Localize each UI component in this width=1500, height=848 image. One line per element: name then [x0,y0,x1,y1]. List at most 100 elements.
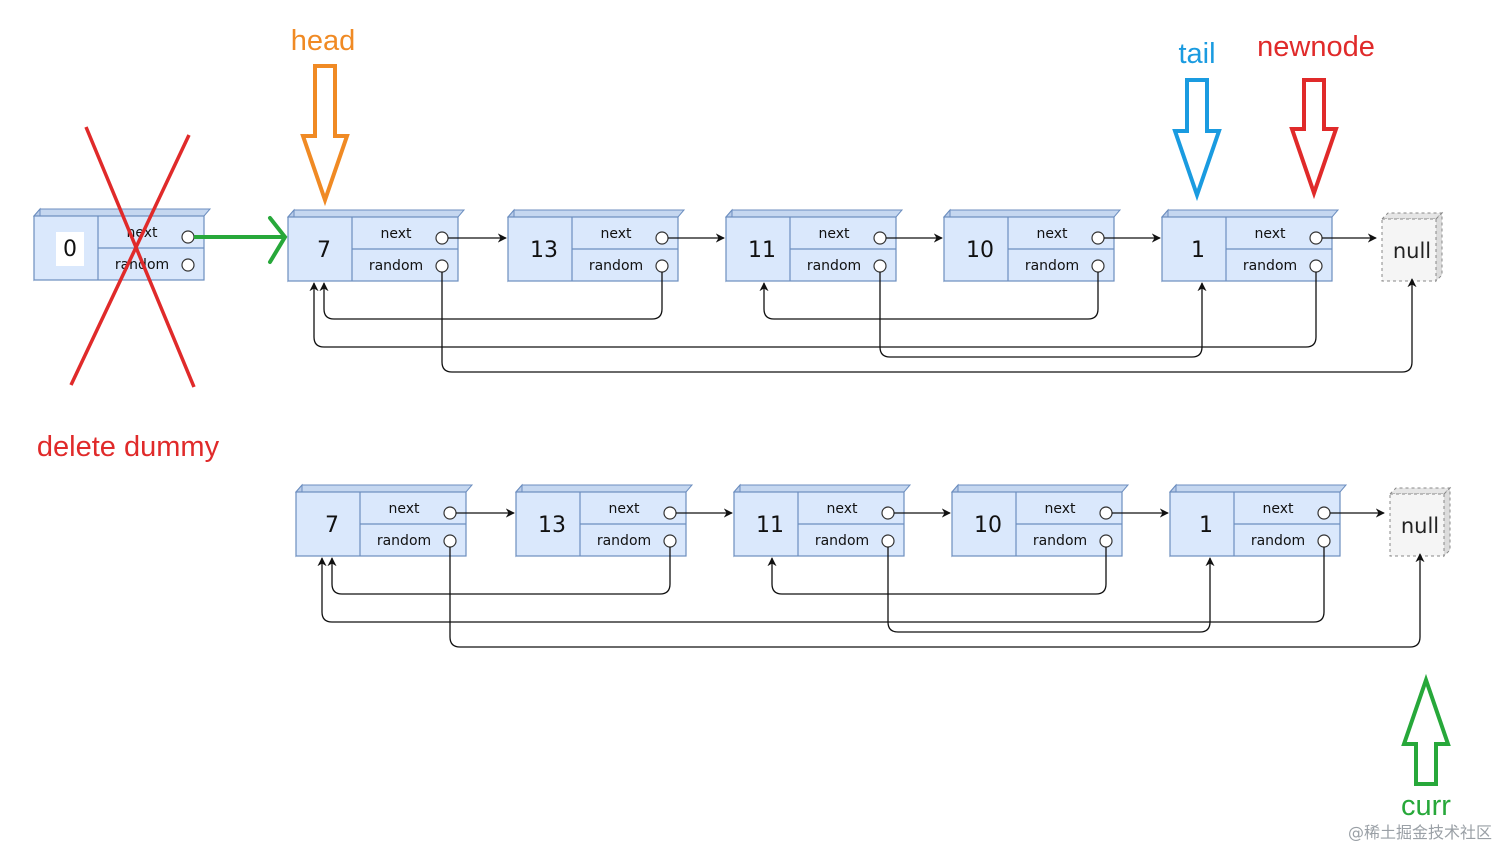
node-value: 11 [756,513,784,538]
list-node: 11 next random [732,483,912,558]
node-value: 11 [748,238,776,263]
node-next-label: next [608,501,640,517]
list-node: 13 next random [506,208,686,283]
next-port [881,506,895,520]
node-value: 10 [974,513,1002,538]
next-port [435,231,449,245]
node-next-label: next [1262,501,1294,517]
node-top-face [514,484,694,493]
node-value: 1 [1191,238,1205,263]
next-port [1317,506,1331,520]
random-arrow [317,547,1325,623]
random-arrow [767,547,1107,595]
next-port [655,231,669,245]
next-port [1309,231,1323,245]
random-port [1099,534,1113,548]
null-body [1389,493,1445,557]
random-arrow [887,547,1215,633]
node-value: 7 [317,238,331,263]
node-value: 13 [538,513,566,538]
node-random-label: random [815,533,869,549]
node-next-label: next [826,501,858,517]
node-top-face [724,209,904,218]
node-top-face [1168,484,1348,493]
node-next-label: next [600,226,632,242]
node-random-label: random [1033,533,1087,549]
node-next-label: next [1044,501,1076,517]
random-port [443,534,457,548]
random-port [655,259,669,273]
random-arrow [449,547,1425,648]
null-node: null [1388,486,1452,558]
node-random-label: random [369,258,423,274]
node-random-label: random [589,258,643,274]
next-port [663,506,677,520]
random-port [663,534,677,548]
next-port [443,506,457,520]
watermark: @稀土掘金技术社区 [1348,823,1492,842]
node-top-face [950,484,1130,493]
next-port [1099,506,1113,520]
newnode-label: newnode [1257,31,1375,63]
next-port [181,230,195,244]
random-port [1091,259,1105,273]
random-arrow [441,272,1417,373]
tail-label: tail [1178,38,1215,70]
null-label: null [1401,514,1439,538]
list-node: 13 next random [514,483,694,558]
random-port [435,259,449,273]
random-port [873,259,887,273]
node-top-face [732,484,912,493]
random-port [1309,259,1323,273]
random-arrow [759,272,1099,320]
null-top-face [1388,487,1452,495]
tail-pointer-arrow [1172,78,1222,202]
random-arrow [327,547,671,595]
node-top-face [942,209,1122,218]
random-arrow [319,272,663,320]
list-node: 10 next random [950,483,1130,558]
null-body [1381,218,1437,282]
node-value: 0 [63,237,77,262]
newnode-pointer-arrow [1289,78,1339,200]
dummy-value-bg [56,232,84,266]
random-arrow [879,272,1207,358]
null-side-face [1435,211,1443,283]
dummy-link-arrowhead [268,216,288,264]
node-random-label: random [377,533,431,549]
node-random-label: random [807,258,861,274]
node-next-label: next [380,226,412,242]
node-random-label: random [1025,258,1079,274]
null-node: null [1380,211,1444,283]
node-value: 1 [1199,513,1213,538]
random-port [1317,534,1331,548]
null-top-face [1380,212,1444,220]
curr-pointer-arrow [1401,673,1451,786]
delete-cross-line [84,126,196,388]
node-value: 13 [530,238,558,263]
node-top-face [506,209,686,218]
random-arrow [309,272,1317,348]
node-top-face [286,209,466,218]
node-random-label: random [597,533,651,549]
next-port [1091,231,1105,245]
random-port [181,258,195,272]
node-value: 7 [325,513,339,538]
node-random-label: random [1251,533,1305,549]
head-pointer-arrow [300,64,350,207]
list-node: 1 next random [1168,483,1348,558]
list-node: 7 next random [286,208,466,283]
null-side-face [1443,486,1451,558]
top-list: 7nextrandom13nextrandom11nextrandom10nex… [286,208,1444,373]
bottom-list: 7nextrandom13nextrandom11nextrandom10nex… [294,483,1452,648]
head-label: head [291,25,356,57]
node-value: 10 [966,238,994,263]
curr-label: curr [1401,790,1451,822]
